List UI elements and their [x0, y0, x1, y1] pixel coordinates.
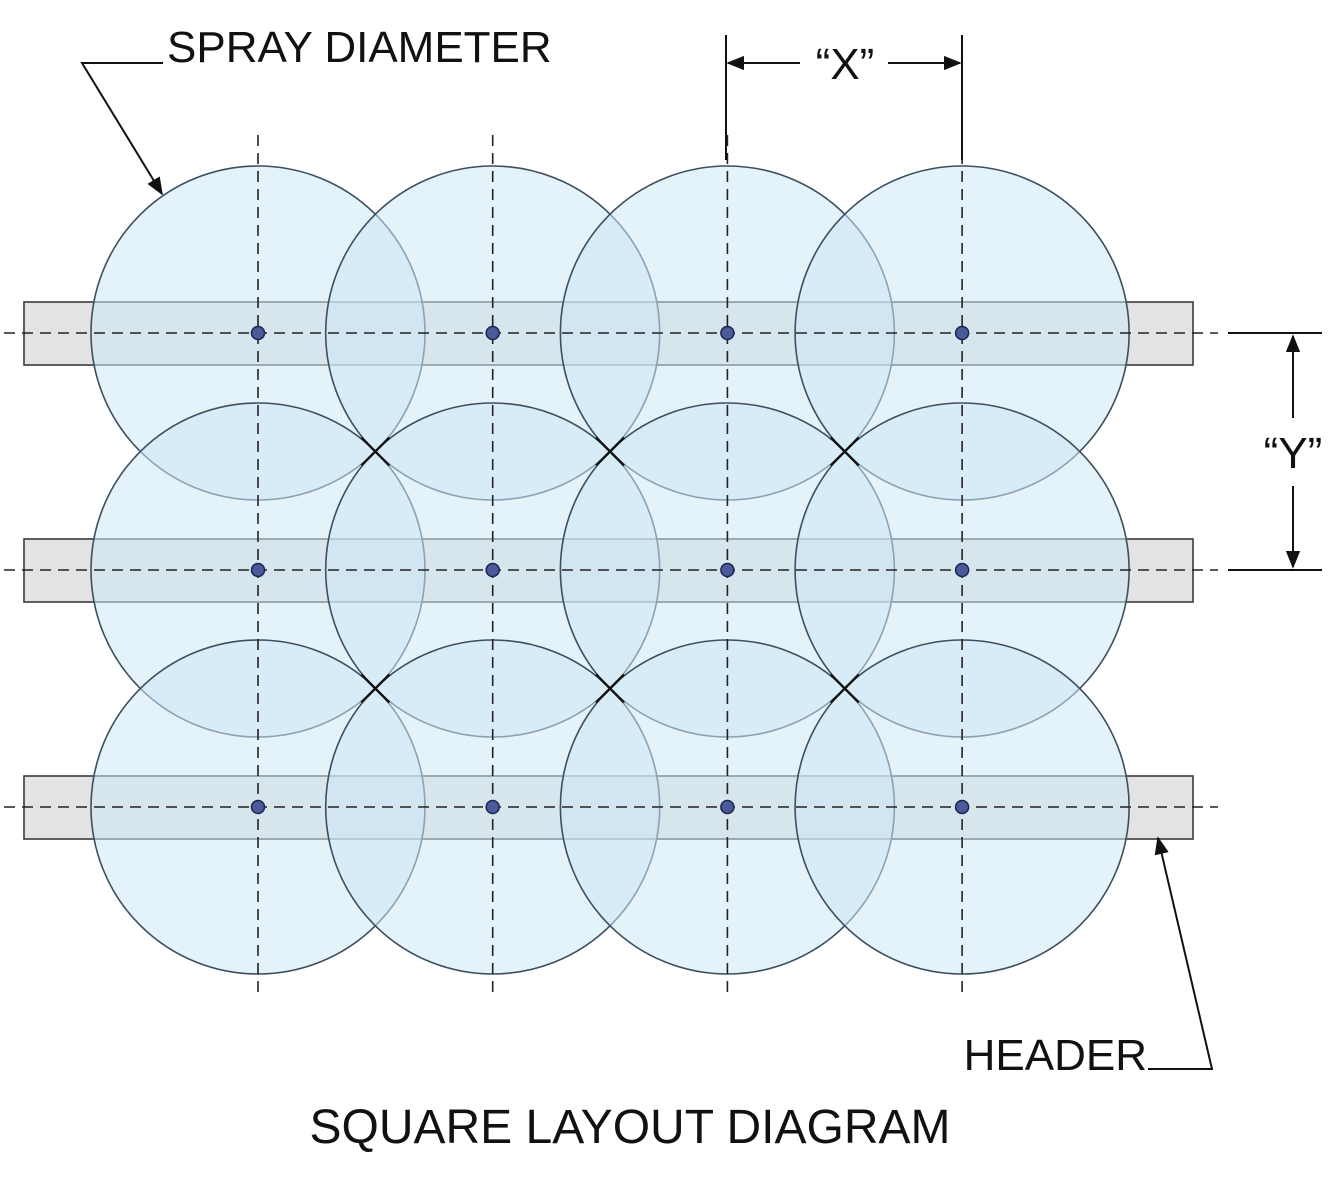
- y-dimension-label: “Y”: [1264, 429, 1323, 478]
- diagram-title: SQUARE LAYOUT DIAGRAM: [309, 1101, 950, 1154]
- y-dimension: “Y”: [1228, 332, 1323, 571]
- nozzles: [250, 325, 970, 815]
- nozzle: [485, 799, 500, 815]
- x-dimension: “X”: [725, 35, 963, 160]
- overlap-mark: [595, 436, 625, 467]
- overlap-mark: [595, 673, 625, 704]
- nozzle: [485, 562, 500, 578]
- nozzle: [485, 325, 500, 341]
- spray-diameter-label: SPRAY DIAMETER: [167, 23, 552, 72]
- nozzle: [720, 562, 735, 578]
- overlap-points: [360, 436, 860, 704]
- overlap-mark: [829, 436, 860, 467]
- nozzle: [250, 325, 266, 341]
- header-callout: HEADER: [964, 836, 1214, 1080]
- nozzle: [250, 562, 266, 578]
- nozzle: [720, 325, 735, 341]
- nozzle: [720, 799, 735, 815]
- header-label: HEADER: [964, 1031, 1147, 1080]
- spray-diameter-leader: [80, 62, 163, 196]
- centerlines: [4, 135, 1218, 995]
- spray-diameter-callout: SPRAY DIAMETER: [80, 23, 552, 196]
- nozzle: [250, 799, 266, 815]
- spray-circles: [90, 165, 1130, 975]
- nozzle: [954, 799, 970, 815]
- header-leader: [1148, 836, 1214, 1070]
- x-dimension-label: “X”: [816, 40, 875, 89]
- nozzle: [954, 325, 970, 341]
- overlap-mark: [360, 673, 391, 704]
- nozzle: [954, 562, 970, 578]
- overlap-mark: [829, 673, 860, 704]
- overlap-mark: [360, 436, 391, 467]
